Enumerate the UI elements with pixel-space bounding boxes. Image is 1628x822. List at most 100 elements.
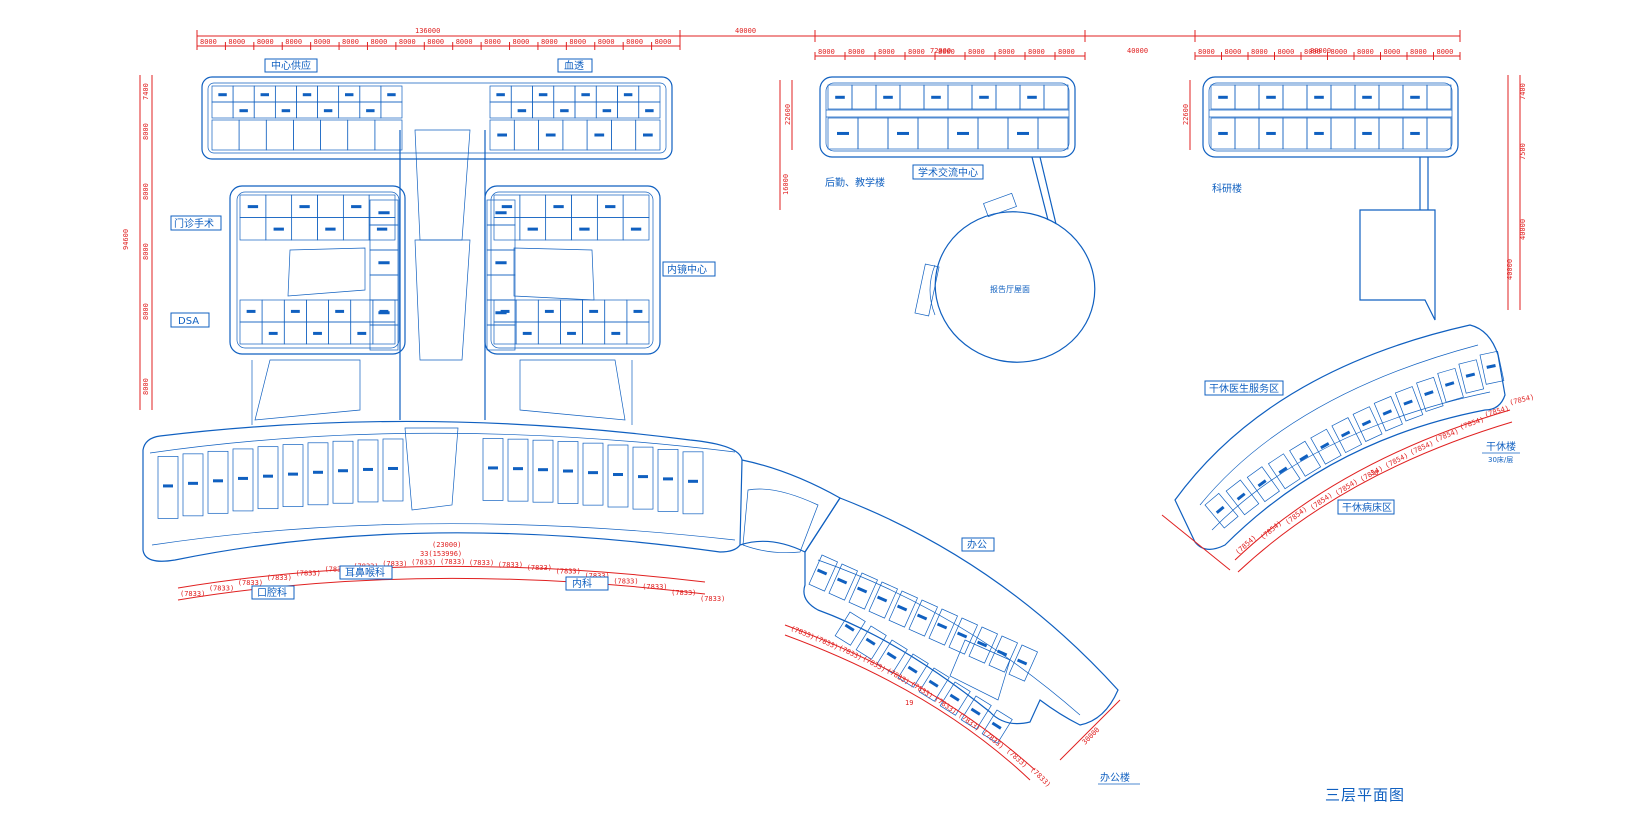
dim-bay-label: 8000 xyxy=(968,48,985,56)
room-tag xyxy=(856,586,868,594)
room xyxy=(553,85,576,103)
room xyxy=(1416,376,1444,412)
room xyxy=(897,653,929,688)
room xyxy=(307,442,329,506)
room xyxy=(638,101,661,119)
room xyxy=(1225,479,1260,516)
curve-bay-label: (7833) xyxy=(527,564,552,572)
room-tag xyxy=(623,93,633,97)
room xyxy=(1204,492,1239,529)
room xyxy=(1378,84,1404,110)
room-tag xyxy=(1362,131,1372,135)
label-cadre-doctor-service: 干休医生服务区 xyxy=(1209,382,1279,395)
dim-left-upper: 7400 xyxy=(142,83,150,100)
dim-bay-label: 8000 xyxy=(1225,48,1242,56)
dim-curve-total: 33(153996) xyxy=(420,550,462,558)
room xyxy=(617,101,640,119)
dim-bay-label: 8000 xyxy=(998,48,1015,56)
room xyxy=(626,321,650,345)
room-tag xyxy=(213,479,223,483)
curve-bay-label: (7833) xyxy=(238,579,263,587)
dim-left-total: 94600 xyxy=(122,229,130,250)
room xyxy=(382,438,404,502)
curve-bay-label: (7833) xyxy=(382,560,407,568)
room xyxy=(537,321,561,345)
room xyxy=(968,626,998,664)
room-tag xyxy=(865,637,876,646)
room-tag xyxy=(517,109,527,113)
room xyxy=(513,119,539,151)
room-tag xyxy=(495,261,507,265)
room xyxy=(1234,117,1260,150)
room-tag xyxy=(313,331,322,335)
room xyxy=(1008,644,1038,682)
room xyxy=(1373,395,1403,432)
curve-bay-label: (7833) xyxy=(556,568,581,576)
room xyxy=(995,84,1021,110)
room xyxy=(1330,84,1356,110)
office-bay-label: (7833) xyxy=(1029,766,1053,789)
room-tag xyxy=(896,604,908,612)
dim-left-seg-3: 8000 xyxy=(142,243,150,260)
room xyxy=(604,299,628,323)
label-cadre-building: 干休楼 xyxy=(1486,440,1516,453)
room-tag xyxy=(268,331,278,335)
room-tag xyxy=(956,631,968,639)
label-logistics-teaching: 后勤、教学楼 xyxy=(825,176,885,189)
cadre-bay-label: (7854) xyxy=(1259,519,1284,541)
room xyxy=(855,625,887,660)
room-tag xyxy=(1215,505,1225,514)
room-tag xyxy=(218,93,227,97)
left-dimension-lines: 94600 7400 8000 8000 8000 8000 8000 1600… xyxy=(122,75,1191,410)
dim-ward-count: 30 xyxy=(1370,469,1378,477)
cadre-bay-label: (7854) xyxy=(1334,477,1360,497)
room xyxy=(981,709,1013,744)
room-tag xyxy=(563,469,573,473)
office-bay-label: (7833) xyxy=(885,667,911,687)
dim-mid-left-a: 22600 xyxy=(784,104,792,125)
room-labels: 中心供应 血透 门诊手术 内镜中心 DSA 后勤、教学楼 学术交流中心 报告厅屋… xyxy=(170,58,1520,785)
dim-bay-label: 8000 xyxy=(1304,48,1321,56)
room xyxy=(1479,350,1505,385)
room-tag xyxy=(567,331,576,335)
room-tag xyxy=(835,95,845,99)
room xyxy=(899,84,925,110)
room-tag xyxy=(1314,131,1324,135)
room-tag xyxy=(260,93,269,97)
curve-bay-label: (7833) xyxy=(440,558,465,566)
room xyxy=(908,599,938,637)
room xyxy=(380,101,403,119)
central-spine xyxy=(251,129,633,425)
room xyxy=(359,85,382,103)
room xyxy=(211,119,240,151)
dim-curve-mid: (23000) xyxy=(432,541,462,549)
room xyxy=(1246,466,1280,503)
room-tag xyxy=(345,93,354,97)
room-tag xyxy=(907,665,918,674)
room-tag xyxy=(1278,466,1288,475)
room xyxy=(368,217,396,241)
room-tag xyxy=(497,133,507,137)
room-tag xyxy=(594,133,605,137)
dim-gap-2: 40000 xyxy=(1127,47,1148,55)
curve-bay-label: (7833) xyxy=(296,569,321,577)
room-tag xyxy=(589,309,599,313)
label-lecture-hall-roof: 报告厅屋面 xyxy=(990,284,1030,294)
room-tag xyxy=(1340,430,1351,438)
room-tag xyxy=(388,466,398,470)
curve-bay-label: (7833) xyxy=(469,559,494,567)
room xyxy=(1043,84,1069,110)
room-tag xyxy=(357,331,367,335)
room xyxy=(274,85,297,103)
dim-left-seg-1: 8000 xyxy=(142,123,150,140)
dim-bay-label: 8000 xyxy=(1251,48,1268,56)
room xyxy=(1426,117,1452,150)
room-tag xyxy=(513,467,523,471)
room xyxy=(828,563,858,601)
curve-bay-label: (7833) xyxy=(209,584,234,592)
room-tag xyxy=(263,474,273,478)
dim-bay-label: 8000 xyxy=(1058,48,1075,56)
curve-bay-label: (7833) xyxy=(584,572,609,580)
room xyxy=(342,217,370,241)
